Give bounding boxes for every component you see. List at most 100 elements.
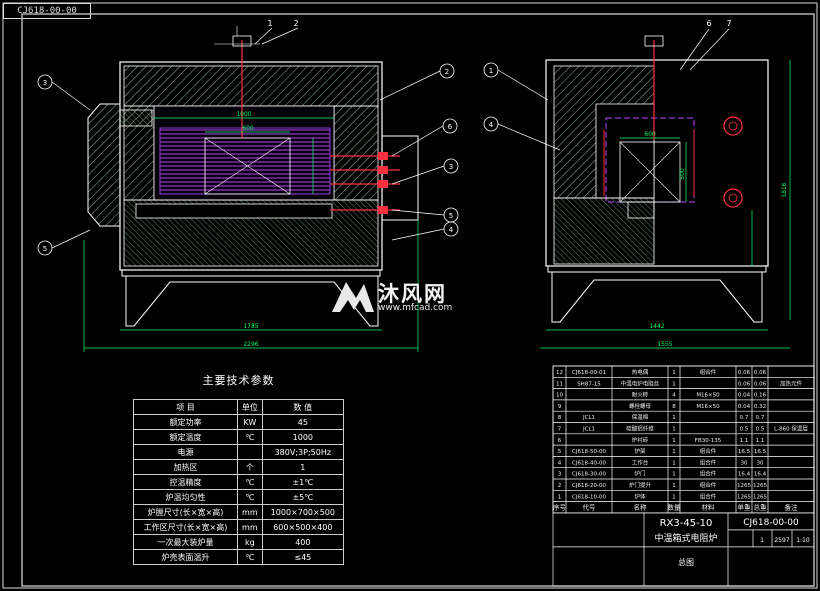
bom-cell: 炉体 [634,492,646,500]
title-block-sheet: 1 [760,537,764,544]
bom-cell: 1 [672,460,676,466]
bom-cell: 1 [672,438,676,444]
front-callout-label: 3 [449,163,453,171]
dim-front-inner-width: 1785 [243,323,258,330]
bom-cell: 9 [558,404,562,410]
bom-cell: 8 [672,404,676,410]
side-callout-leader [679,28,710,71]
bom-cell: JCL1 [582,415,595,421]
bom-cell: 组合件 [700,492,717,500]
bom-cell: 4 [558,460,562,466]
bom-cell: 11 [556,381,563,387]
bom-cell: 5 [558,449,562,455]
bom-cell: 组合件 [700,368,717,376]
side-callout-label: 1 [489,67,493,75]
bom-cell: 螺栓螺母 [629,402,652,410]
dim-side-sub: 500 [679,168,686,180]
bom-cell: 0.06 [738,381,751,387]
spec-cell-value: 45 [261,414,345,430]
bom-cell: 组合件 [700,447,717,455]
title-block-scale: 1:10 [796,537,810,544]
title-block-model: RX3-45-10 [660,518,713,529]
bom-cell: 0.5 [756,427,765,433]
bom-cell: 组合件 [700,458,717,466]
spec-cell-item: 炉膛尺寸(长×宽×高) [132,504,239,520]
spec-cell-unit [237,444,263,460]
bom-cell: 组合件 [700,481,717,489]
front-callout-leader [391,209,445,216]
bom-cell: 1 [672,472,676,478]
front-callout-label: 3 [43,79,47,87]
bom-cell: 0.32 [754,404,766,410]
front-callout-label: 1 [267,19,272,28]
dim-side-chamber: 600 [644,131,656,138]
watermark-logo-icon [332,282,374,312]
bom-cell: 组合件 [700,470,717,478]
spec-cell-value: 600×500×400 [261,519,345,535]
bom-header-cell: 材料 [702,503,716,512]
spec-cell-unit: ℃ [237,429,263,445]
bom-cell: 2 [558,483,562,489]
bom-cell: CJ618-10-00 [572,494,606,500]
spec-cell-value: ±1℃ [261,474,345,490]
bom-cell: 16.5 [754,449,767,455]
bom-cell: 0.06 [738,370,751,376]
side-callout-leader [689,28,730,71]
bom-cell: 1265 [753,494,767,500]
spec-cell-item: 炉壳表面温升 [132,549,239,565]
bom-cell: 16.4 [754,472,767,478]
bom-cell: 10 [556,393,563,399]
dim-side-height: 1816 [781,182,788,197]
dim-front-overall-width: 2296 [243,341,258,348]
spec-cell-unit: ℃ [237,489,263,505]
front-callout-label: 5 [43,245,47,253]
bom-cell: 0.16 [754,393,767,399]
bom-cell: 0.5 [740,427,749,433]
bom-cell: FB30-135 [695,438,722,444]
spec-cell-item: 额定功率 [132,414,239,430]
bom-cell: 1 [672,427,676,433]
title-block-name: 中温箱式电阻炉 [654,532,717,544]
bom-cell: 16.4 [738,472,751,478]
bom-header-cell: 总重 [754,503,768,512]
watermark-url: www.mfcad.com [378,303,453,313]
bom-cell: CJ618-30-00 [572,472,606,478]
front-callout-leader [51,229,91,249]
spec-cell-unit: 个 [237,459,263,475]
spec-cell-value: ≤45 [261,549,345,565]
spec-cell-unit: ℃ [237,474,263,490]
bom-cell: 1 [672,415,676,421]
front-callout-leader [254,27,273,45]
spec-table-title: 主要技术参数 [202,374,275,387]
bom-cell: CJ618-00-01 [572,370,606,376]
spec-cell-unit: kg [237,534,263,550]
front-callout-label: 5 [449,212,453,220]
bom-cell: 1 [672,483,676,489]
bom-cell: 1265 [753,483,767,489]
spec-cell-value: ±5℃ [261,489,345,505]
heating-element [159,127,331,195]
spec-cell-value: 1 [261,459,345,475]
side-view [540,35,791,349]
side-callout-label: 7 [726,19,731,28]
dim-side-inner-width: 1442 [649,323,664,330]
dim-side-overall-width: 1555 [657,341,672,348]
title-block-weight: 2597 [774,537,789,544]
watermark-logo [332,282,374,312]
bom-cell: 1265 [737,494,751,500]
bom-header-cell: 代号 [583,503,597,512]
front-callout-leader [51,81,91,111]
front-callout-leader [391,125,444,157]
bom-cell: SH87-15 [577,381,601,387]
bom-cell: JCL1 [582,427,595,433]
front-callout-leader [391,228,445,241]
front-callout-leader [391,165,445,185]
bom-cell: 炉架 [634,447,646,455]
